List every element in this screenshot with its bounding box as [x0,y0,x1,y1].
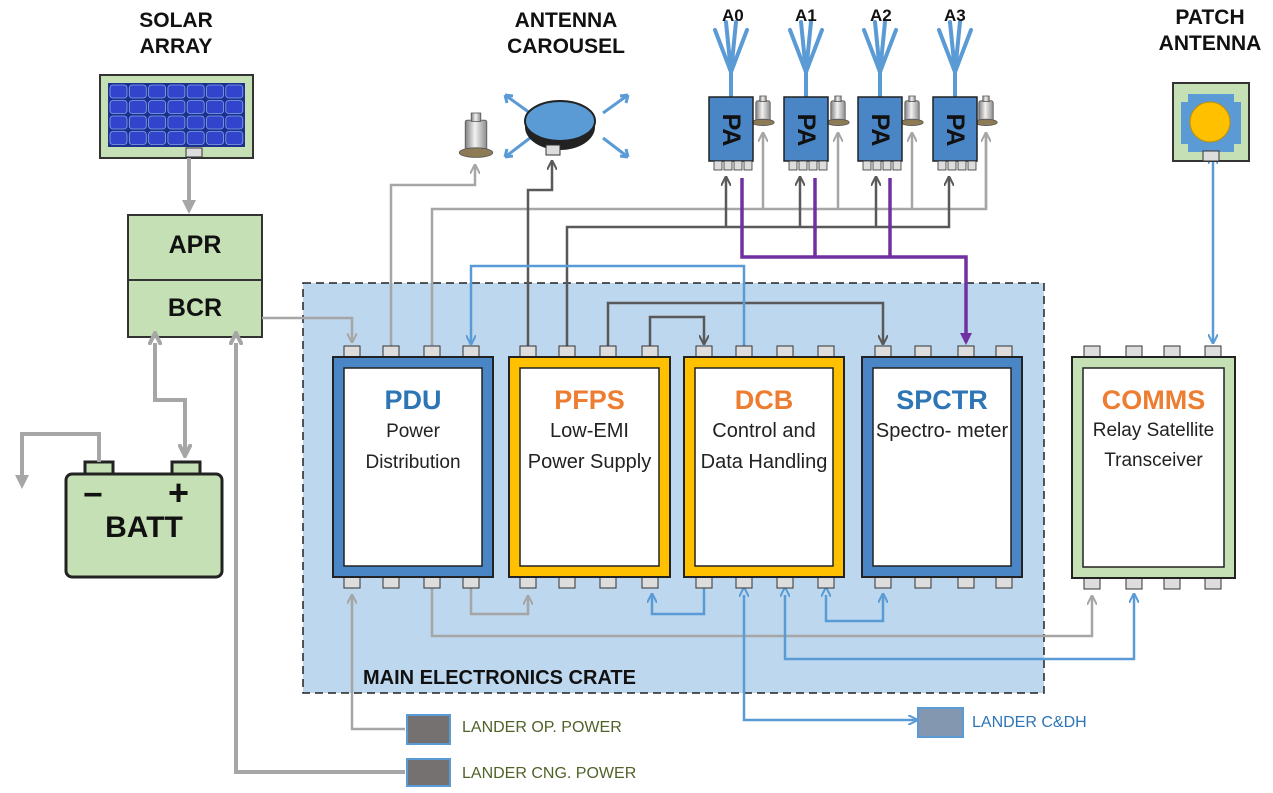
battery-icon [64,460,224,579]
comms-description: Relay Satellite Transceiver [1092,420,1215,471]
pdu-module [332,345,494,589]
pa-unit-a1 [783,20,829,171]
apr-label: APR [168,231,222,259]
bcr-label: BCR [167,294,223,322]
pfps-module [508,345,671,589]
comms-module-text: COMMS Relay Satellite Transceiver [1083,385,1224,476]
lander-cdh-label: LANDER C&DH [972,714,1087,731]
spctr-module-text: SPCTR Spectro- meter [873,385,1011,447]
comms-module [1071,345,1236,590]
spctr-code: SPCTR [896,385,988,415]
lander-cng-power-box [406,758,451,787]
pa-label-a0: PA [717,113,745,147]
pa-label-a1: PA [792,113,820,147]
heater-a3-icon [974,95,998,127]
carousel-label-line1: ANTENNA [514,9,618,32]
batt-plus-label: + [168,472,190,513]
pa-unit-a0 [708,20,754,171]
apr-box [127,214,263,281]
lander-op-power-box [406,714,451,745]
antenna-a1-label: A1 [795,6,817,25]
comms-code: COMMS [1101,385,1206,415]
solar-array-icon [99,74,254,159]
solar-label-line2: ARRAY [139,35,213,58]
heater-a2-icon [900,95,924,127]
batt-minus-label: − [83,476,103,514]
dcb-module-text: DCB Control and Data Handling [695,385,833,478]
crate-label: MAIN ELECTRONICS CRATE [363,667,636,689]
heater-a1-icon [826,95,850,127]
lander-op-power-label: LANDER OP. POWER [462,719,622,736]
pa-label-a2: PA [866,113,894,147]
pfps-code: PFPS [554,385,625,415]
patch-label-line2: ANTENNA [1158,32,1262,55]
spctr-description: Spectro- meter [875,420,1009,442]
pfps-module-text: PFPS Low-EMI Power Supply [520,385,659,478]
batt-label: BATT [105,511,183,544]
antenna-a2-label: A2 [870,6,892,25]
heater-a0-icon [751,95,775,127]
solar-label-line1: SOLAR [139,9,213,32]
pa-label-a3: PA [941,113,969,147]
spctr-module [861,345,1023,589]
patch-antenna-icon [1172,82,1250,162]
dcb-code: DCB [734,385,794,415]
pa-unit-a3 [932,20,978,171]
dcb-module [683,345,845,589]
carousel-label: ANTENNA CAROUSEL [486,8,646,60]
patch-label-line1: PATCH [1175,6,1245,29]
lander-cdh-box [917,707,964,738]
antenna-a0-label: A0 [722,6,744,25]
pfps-description: Low-EMI Power Supply [527,420,652,473]
solar-array-label: SOLAR ARRAY [126,8,226,60]
bcr-box [127,279,263,338]
heater-carousel-icon [458,112,494,158]
pdu-code: PDU [384,385,442,415]
antenna-a3-label: A3 [944,6,966,25]
pa-unit-a2 [857,20,903,171]
patch-antenna-label: PATCH ANTENNA [1150,5,1270,57]
pdu-description: Power Distribution [365,421,461,473]
pdu-module-text: PDU Power Distribution [344,385,482,478]
antenna-carousel-icon [503,93,630,159]
dcb-description: Control and Data Handling [700,420,828,473]
carousel-label-line2: CAROUSEL [507,35,625,58]
lander-cng-power-label: LANDER CNG. POWER [462,765,637,782]
